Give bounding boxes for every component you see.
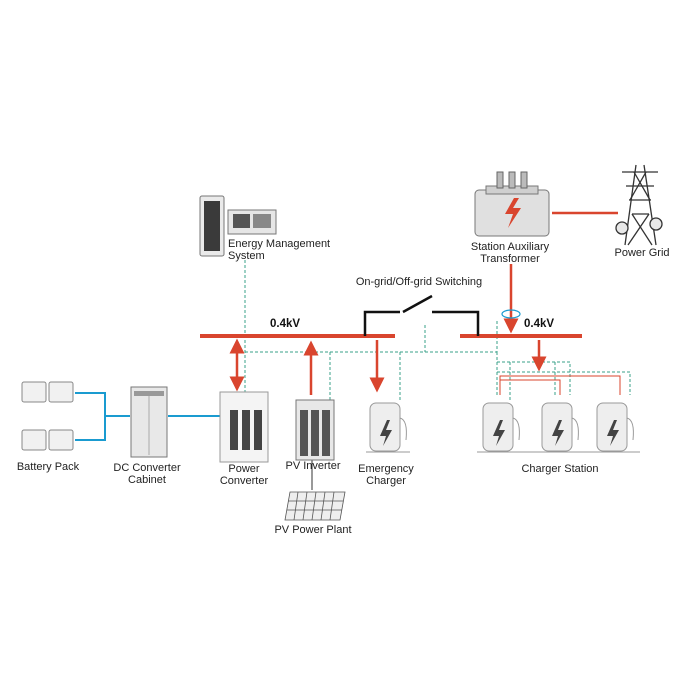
pv-inverter-icon: [295, 399, 335, 461]
emergency-label-line1: Emergency: [358, 463, 414, 475]
power-converter-label-line2: Converter: [219, 475, 269, 487]
server-rack-icon: [199, 195, 277, 257]
power-arrows: [229, 211, 618, 395]
transmission-tower-icon: [615, 164, 663, 246]
emergency-charger-icon: [369, 402, 407, 452]
station-charger-icon-2: [541, 402, 579, 452]
ems-label-line2: System: [228, 250, 265, 262]
transformer-label-line2: Transformer: [480, 253, 540, 265]
station-charger-icon-3: [596, 402, 634, 452]
grid-switch: [363, 294, 480, 336]
emergency-label-line2: Charger: [366, 475, 406, 487]
ems-label-line1: Energy Management: [228, 238, 331, 250]
pv-plant-label: PV Power Plant: [274, 524, 352, 536]
dc-cabinet-label-line1: DC Converter: [113, 462, 181, 474]
power-converter-label-line1: Power: [228, 463, 260, 475]
transformer-label-line1: Station Auxiliary: [470, 241, 550, 253]
charger-distribution-lines: [499, 375, 621, 395]
transformer-icon: [474, 171, 550, 237]
dc-links: [75, 392, 220, 441]
pv-inverter-label: PV Inverter: [285, 460, 341, 472]
power-converter-icon: [219, 391, 269, 463]
current-sensor-icon: [501, 309, 521, 319]
right-bus-voltage: 0.4kV: [524, 318, 555, 330]
station-charger-icon-1: [482, 402, 520, 452]
power-grid-label: Power Grid: [614, 247, 670, 259]
charger-station-label: Charger Station: [521, 463, 599, 475]
solar-panel-icon: [284, 491, 346, 521]
dc-cabinet-label-line2: Cabinet: [128, 474, 166, 486]
dc-converter-cabinet-icon: [130, 386, 168, 458]
battery-icon: [21, 381, 74, 451]
battery-pack-label: Battery Pack: [16, 461, 80, 473]
switching-label: On-grid/Off-grid Switching: [355, 276, 483, 288]
left-bus-voltage: 0.4kV: [270, 318, 301, 330]
ev-charger-icon: [366, 402, 640, 453]
